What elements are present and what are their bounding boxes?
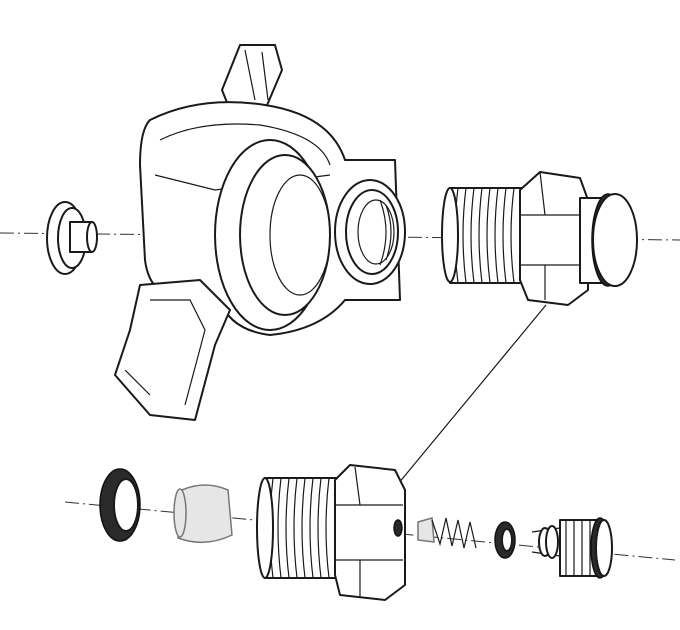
coupling-body-part [114, 44, 406, 421]
threaded-fitting-part [256, 464, 406, 601]
valve-insert-part [531, 517, 613, 579]
threaded-adapter-part [441, 171, 638, 306]
o-ring-part [494, 521, 516, 559]
spring-part [417, 517, 477, 549]
end-cap-part [46, 201, 98, 275]
plastic-cap-part [173, 484, 233, 544]
seal-ring-part [99, 468, 141, 542]
leader-line [397, 304, 547, 485]
